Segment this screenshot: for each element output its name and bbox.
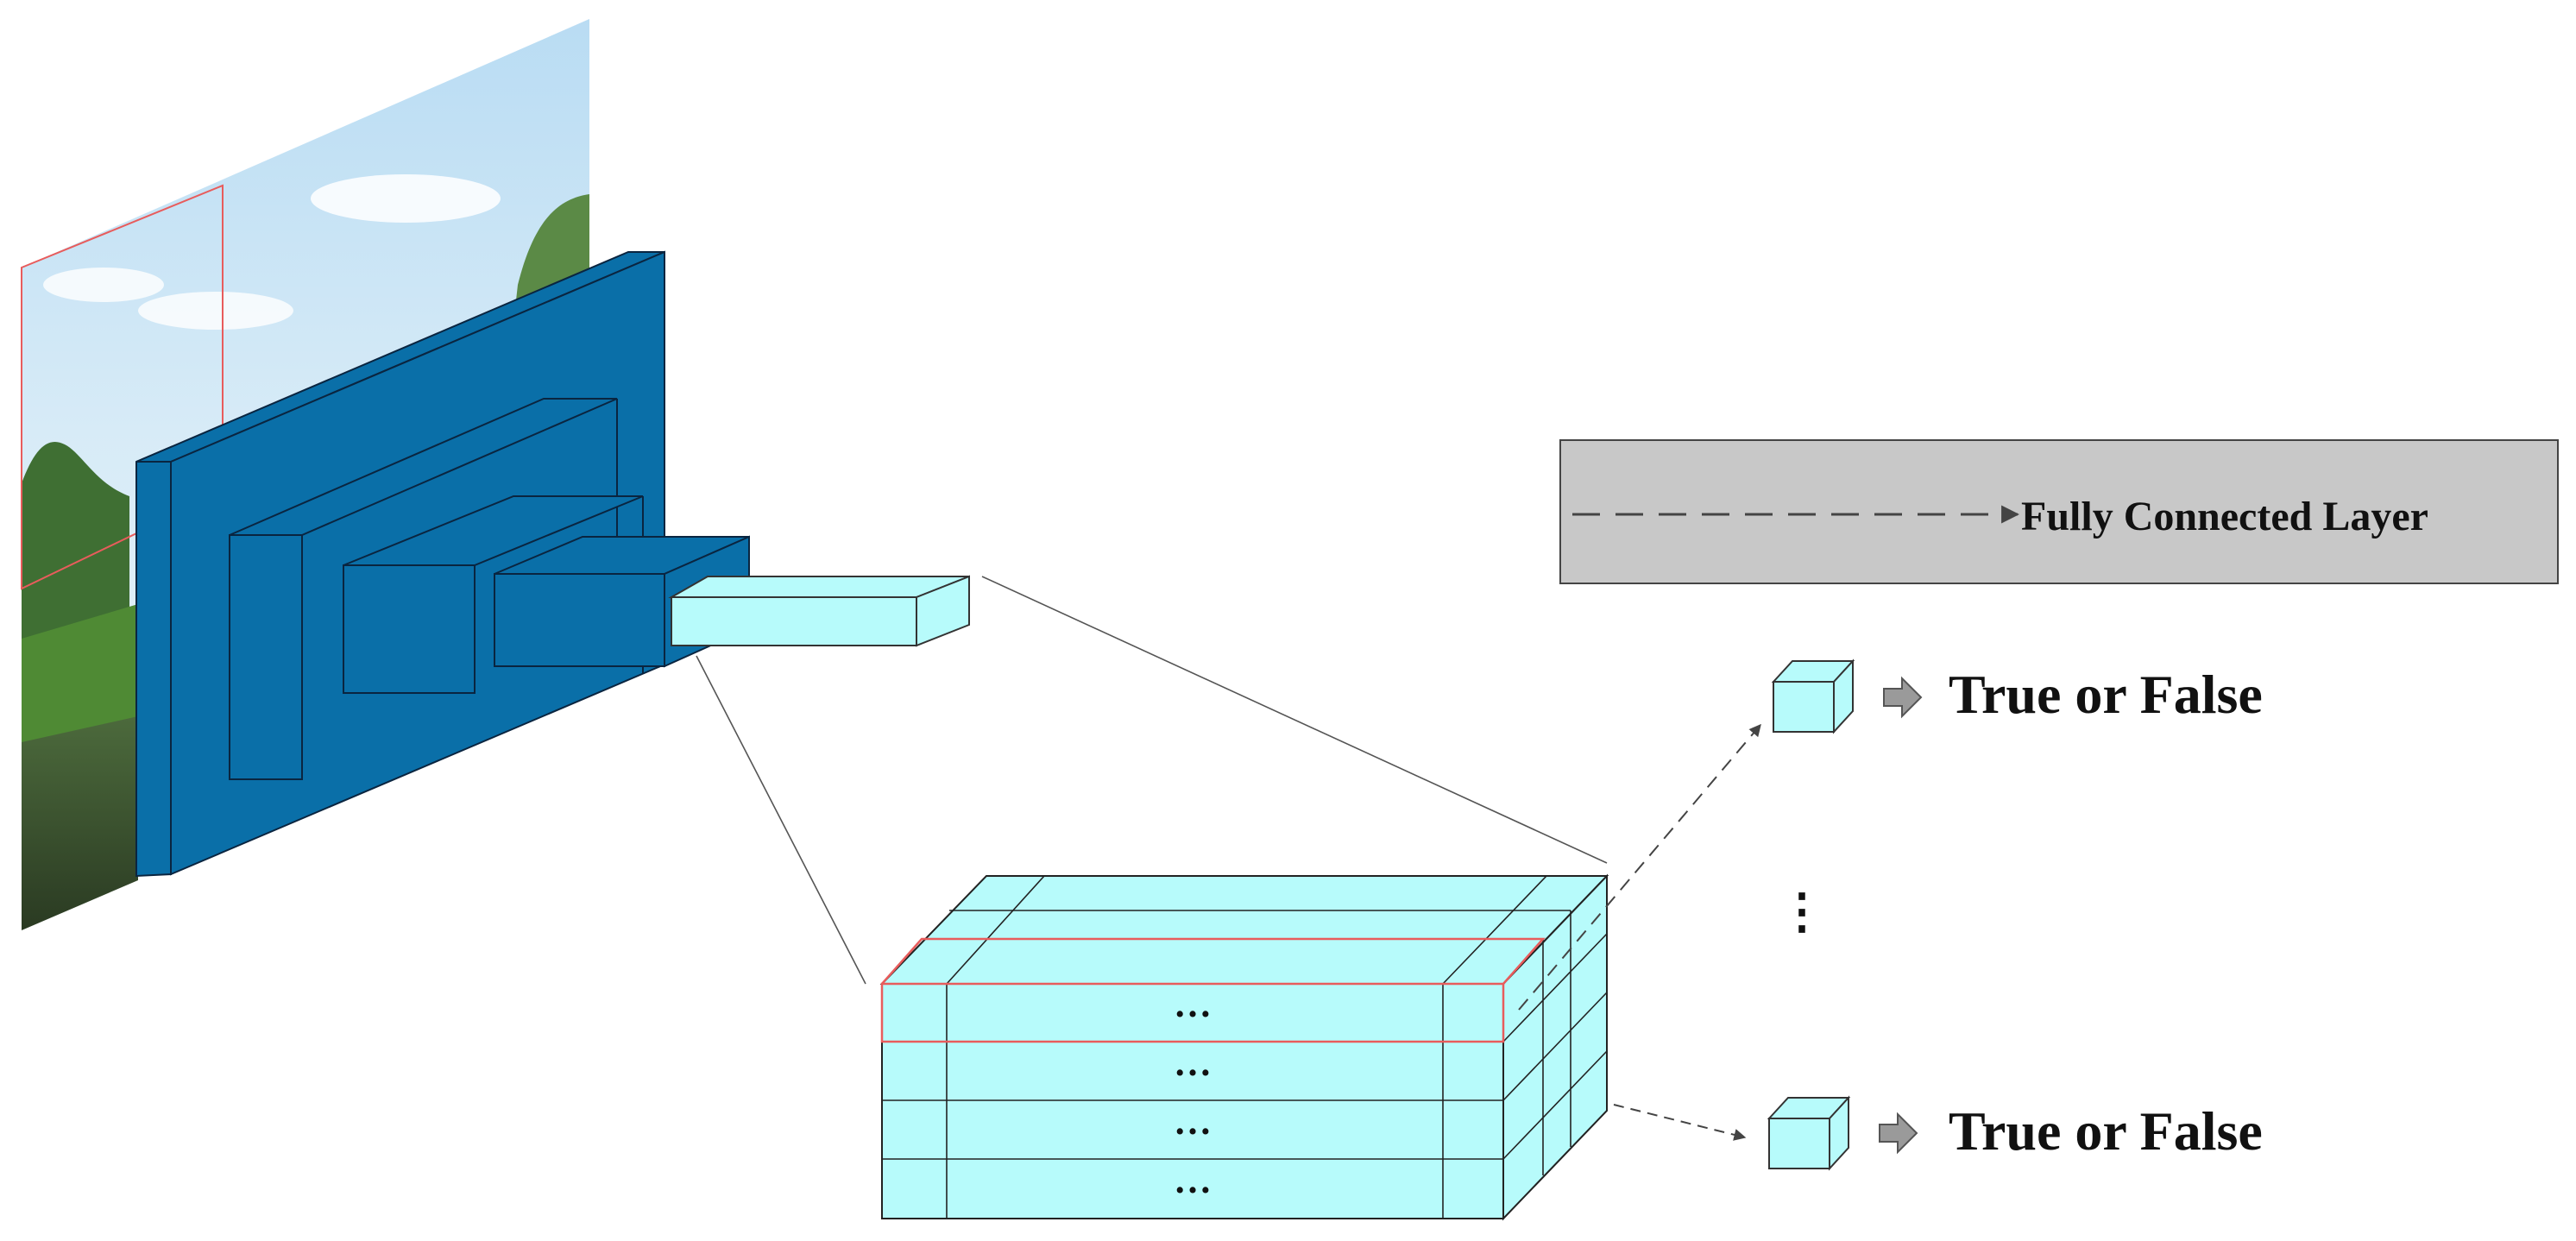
feature-map-front: [881, 983, 1504, 1219]
cloud-shape: [138, 292, 293, 330]
cloud-shape: [311, 174, 501, 223]
conv-layer-1-side: [229, 534, 303, 780]
conv-layer-3-front: [494, 573, 665, 667]
output-cube-right: [1833, 658, 1854, 734]
grid-line: [1502, 1050, 1608, 1160]
output-cube-right: [1829, 1095, 1849, 1171]
output-cube-front: [1773, 681, 1835, 733]
vertical-ellipsis: ⋮: [1778, 885, 1826, 939]
projection-line: [696, 655, 866, 985]
conv-layer-2-side: [343, 564, 476, 694]
grid-line: [1502, 992, 1608, 1101]
output-arrow-icon: [1879, 1112, 1918, 1155]
feature-map-block: … … … …: [879, 873, 1609, 1221]
projection-line: [981, 576, 1608, 864]
feature-map-top: [879, 875, 1609, 985]
grid-line: [1442, 875, 1547, 985]
output-cube-front: [1768, 1118, 1830, 1169]
legend-background: [1559, 439, 2559, 584]
row-ellipsis: …: [1174, 983, 1212, 1025]
feature-bar-front: [671, 596, 917, 646]
fc-arrow-bottom: [1613, 1104, 1747, 1141]
grid-line: [946, 875, 1045, 985]
row-ellipsis: …: [1174, 1100, 1212, 1143]
feature-bar-right: [916, 575, 970, 647]
convolution-block: [135, 250, 750, 878]
cloud-shape: [43, 268, 164, 302]
grid-line: [1502, 933, 1608, 1043]
output-arrow-icon: [1883, 676, 1923, 719]
row-ellipsis: …: [1174, 1042, 1212, 1084]
water-area: [22, 716, 138, 930]
conv-block-side: [135, 445, 172, 878]
fc-arrow-top: [1518, 723, 1761, 1011]
highlighted-row-top: [881, 937, 1546, 985]
row-ellipsis: …: [1174, 1159, 1212, 1201]
legend-box: Fully Connected Layer: [1559, 439, 2559, 584]
output-1: True or False: [1771, 658, 2263, 734]
legend-label: Fully Connected Layer: [2021, 494, 2428, 539]
output-2: True or False: [1767, 1095, 2263, 1171]
output-label: True or False: [1949, 664, 2263, 725]
highlighted-row: [880, 982, 1505, 1043]
output-label: True or False: [1949, 1100, 2263, 1162]
feature-bar: [668, 575, 970, 647]
